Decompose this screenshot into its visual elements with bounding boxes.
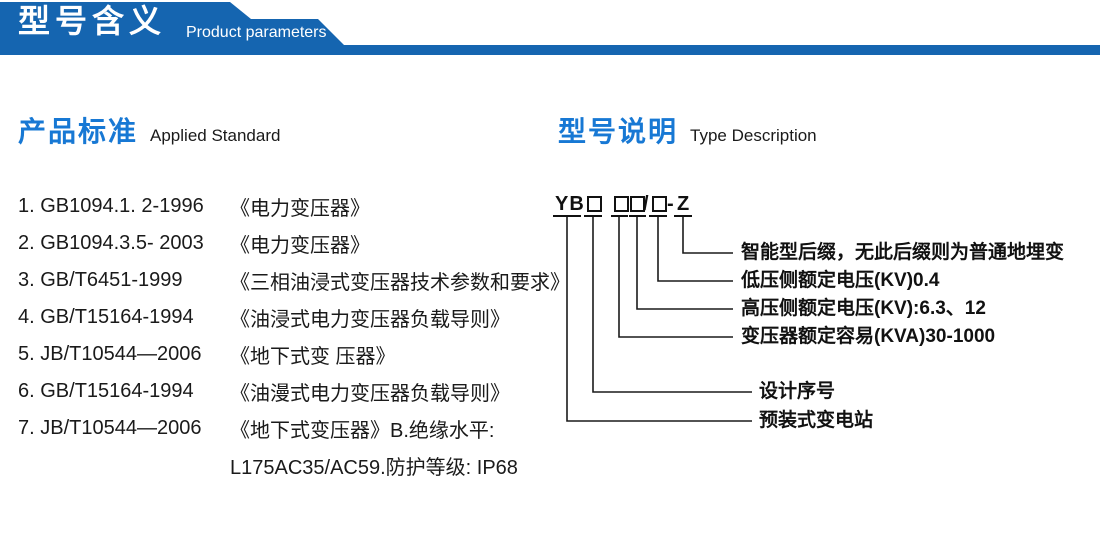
callout-label-design-serial: 设计序号 <box>759 381 836 402</box>
standard-title: L175AC35/AC59.防护等级: IP68 <box>230 457 518 479</box>
standard-row: 5. JB/T10544—2006 《地下式变 压器》 <box>18 336 570 373</box>
left-heading-en: Applied Standard <box>150 126 281 145</box>
standard-title: 《电力变压器》 <box>230 235 370 257</box>
standard-title: 《电力变压器》 <box>230 198 370 220</box>
standard-title: 《三相油浸式变压器技术参数和要求》 <box>230 272 570 294</box>
standard-code: 1. GB1094.1. 2-1996 <box>18 195 204 217</box>
underline-segment <box>553 215 581 217</box>
model-prefix: YB <box>555 193 585 215</box>
standard-title: 《地下式变压器》B.绝缘水平: <box>230 420 495 442</box>
model-suffix: Z <box>677 193 690 215</box>
standard-row: 6. GB/T15164-1994 《油漫式电力变压器负载导则》 <box>18 373 570 410</box>
underline-segment <box>649 215 667 217</box>
left-section-heading: 产品标准 Applied Standard <box>18 110 280 150</box>
standard-row: 7. JB/T10544—2006 《地下式变压器》B.绝缘水平: <box>18 410 570 447</box>
standard-row: 4. GB/T15164-1994 《油浸式电力变压器负载导则》 <box>18 299 570 336</box>
left-heading-cn: 产品标准 <box>18 116 139 147</box>
standard-title: 《油漫式电力变压器负载导则》 <box>230 383 510 405</box>
callout-label-prefab-substation: 预装式变电站 <box>759 410 874 431</box>
right-heading-en: Type Description <box>690 126 817 145</box>
underline-segment <box>674 215 692 217</box>
placeholder-box-icon <box>630 196 645 212</box>
banner-ribbon-shape <box>0 2 1100 55</box>
underline-segment <box>629 215 646 217</box>
standard-code: 7. JB/T10544—2006 <box>18 417 202 439</box>
standard-code: 4. GB/T15164-1994 <box>18 306 194 328</box>
standard-code: 3. GB/T6451-1999 <box>18 269 183 291</box>
callout-label-hv-voltage: 高压侧额定电压(KV):6.3、12 <box>741 298 986 319</box>
standard-code: 2. GB1094.3.5- 2003 <box>18 232 204 254</box>
standard-code: 6. GB/T15164-1994 <box>18 380 194 402</box>
callout-label-smart-suffix: 智能型后缀，无此后缀则为普通地埋变 <box>741 242 1065 263</box>
underline-segment <box>611 215 628 217</box>
right-section-heading: 型号说明 Type Description <box>558 110 817 150</box>
callout-label-rated-capacity: 变压器额定容易(KVA)30-1000 <box>741 326 996 347</box>
standard-code: 5. JB/T10544—2006 <box>18 343 202 365</box>
standards-list: 1. GB1094.1. 2-1996 《电力变压器》 2. GB1094.3.… <box>18 188 570 484</box>
model-slash: / <box>643 193 649 215</box>
page-title: 型号含义 <box>18 3 167 39</box>
model-dash: - <box>667 193 674 215</box>
standard-row: 3. GB/T6451-1999 《三相油浸式变压器技术参数和要求》 <box>18 262 570 299</box>
right-heading-cn: 型号说明 <box>558 116 679 147</box>
standard-row: 1. GB1094.1. 2-1996 《电力变压器》 <box>18 188 570 225</box>
standard-title: 《油浸式电力变压器负载导则》 <box>230 309 510 331</box>
callout-label-lv-voltage: 低压侧额定电压(KV)0.4 <box>741 270 940 291</box>
standard-title: 《地下式变 压器》 <box>230 346 396 368</box>
placeholder-box-icon <box>652 196 667 212</box>
placeholder-box-icon <box>587 196 602 212</box>
standard-row: 2. GB1094.3.5- 2003 《电力变压器》 <box>18 225 570 262</box>
placeholder-box-icon <box>614 196 629 212</box>
page-subtitle: Product parameters <box>186 24 327 41</box>
underline-segment <box>584 215 602 217</box>
standard-row-continuation: L175AC35/AC59.防护等级: IP68 <box>18 447 570 484</box>
